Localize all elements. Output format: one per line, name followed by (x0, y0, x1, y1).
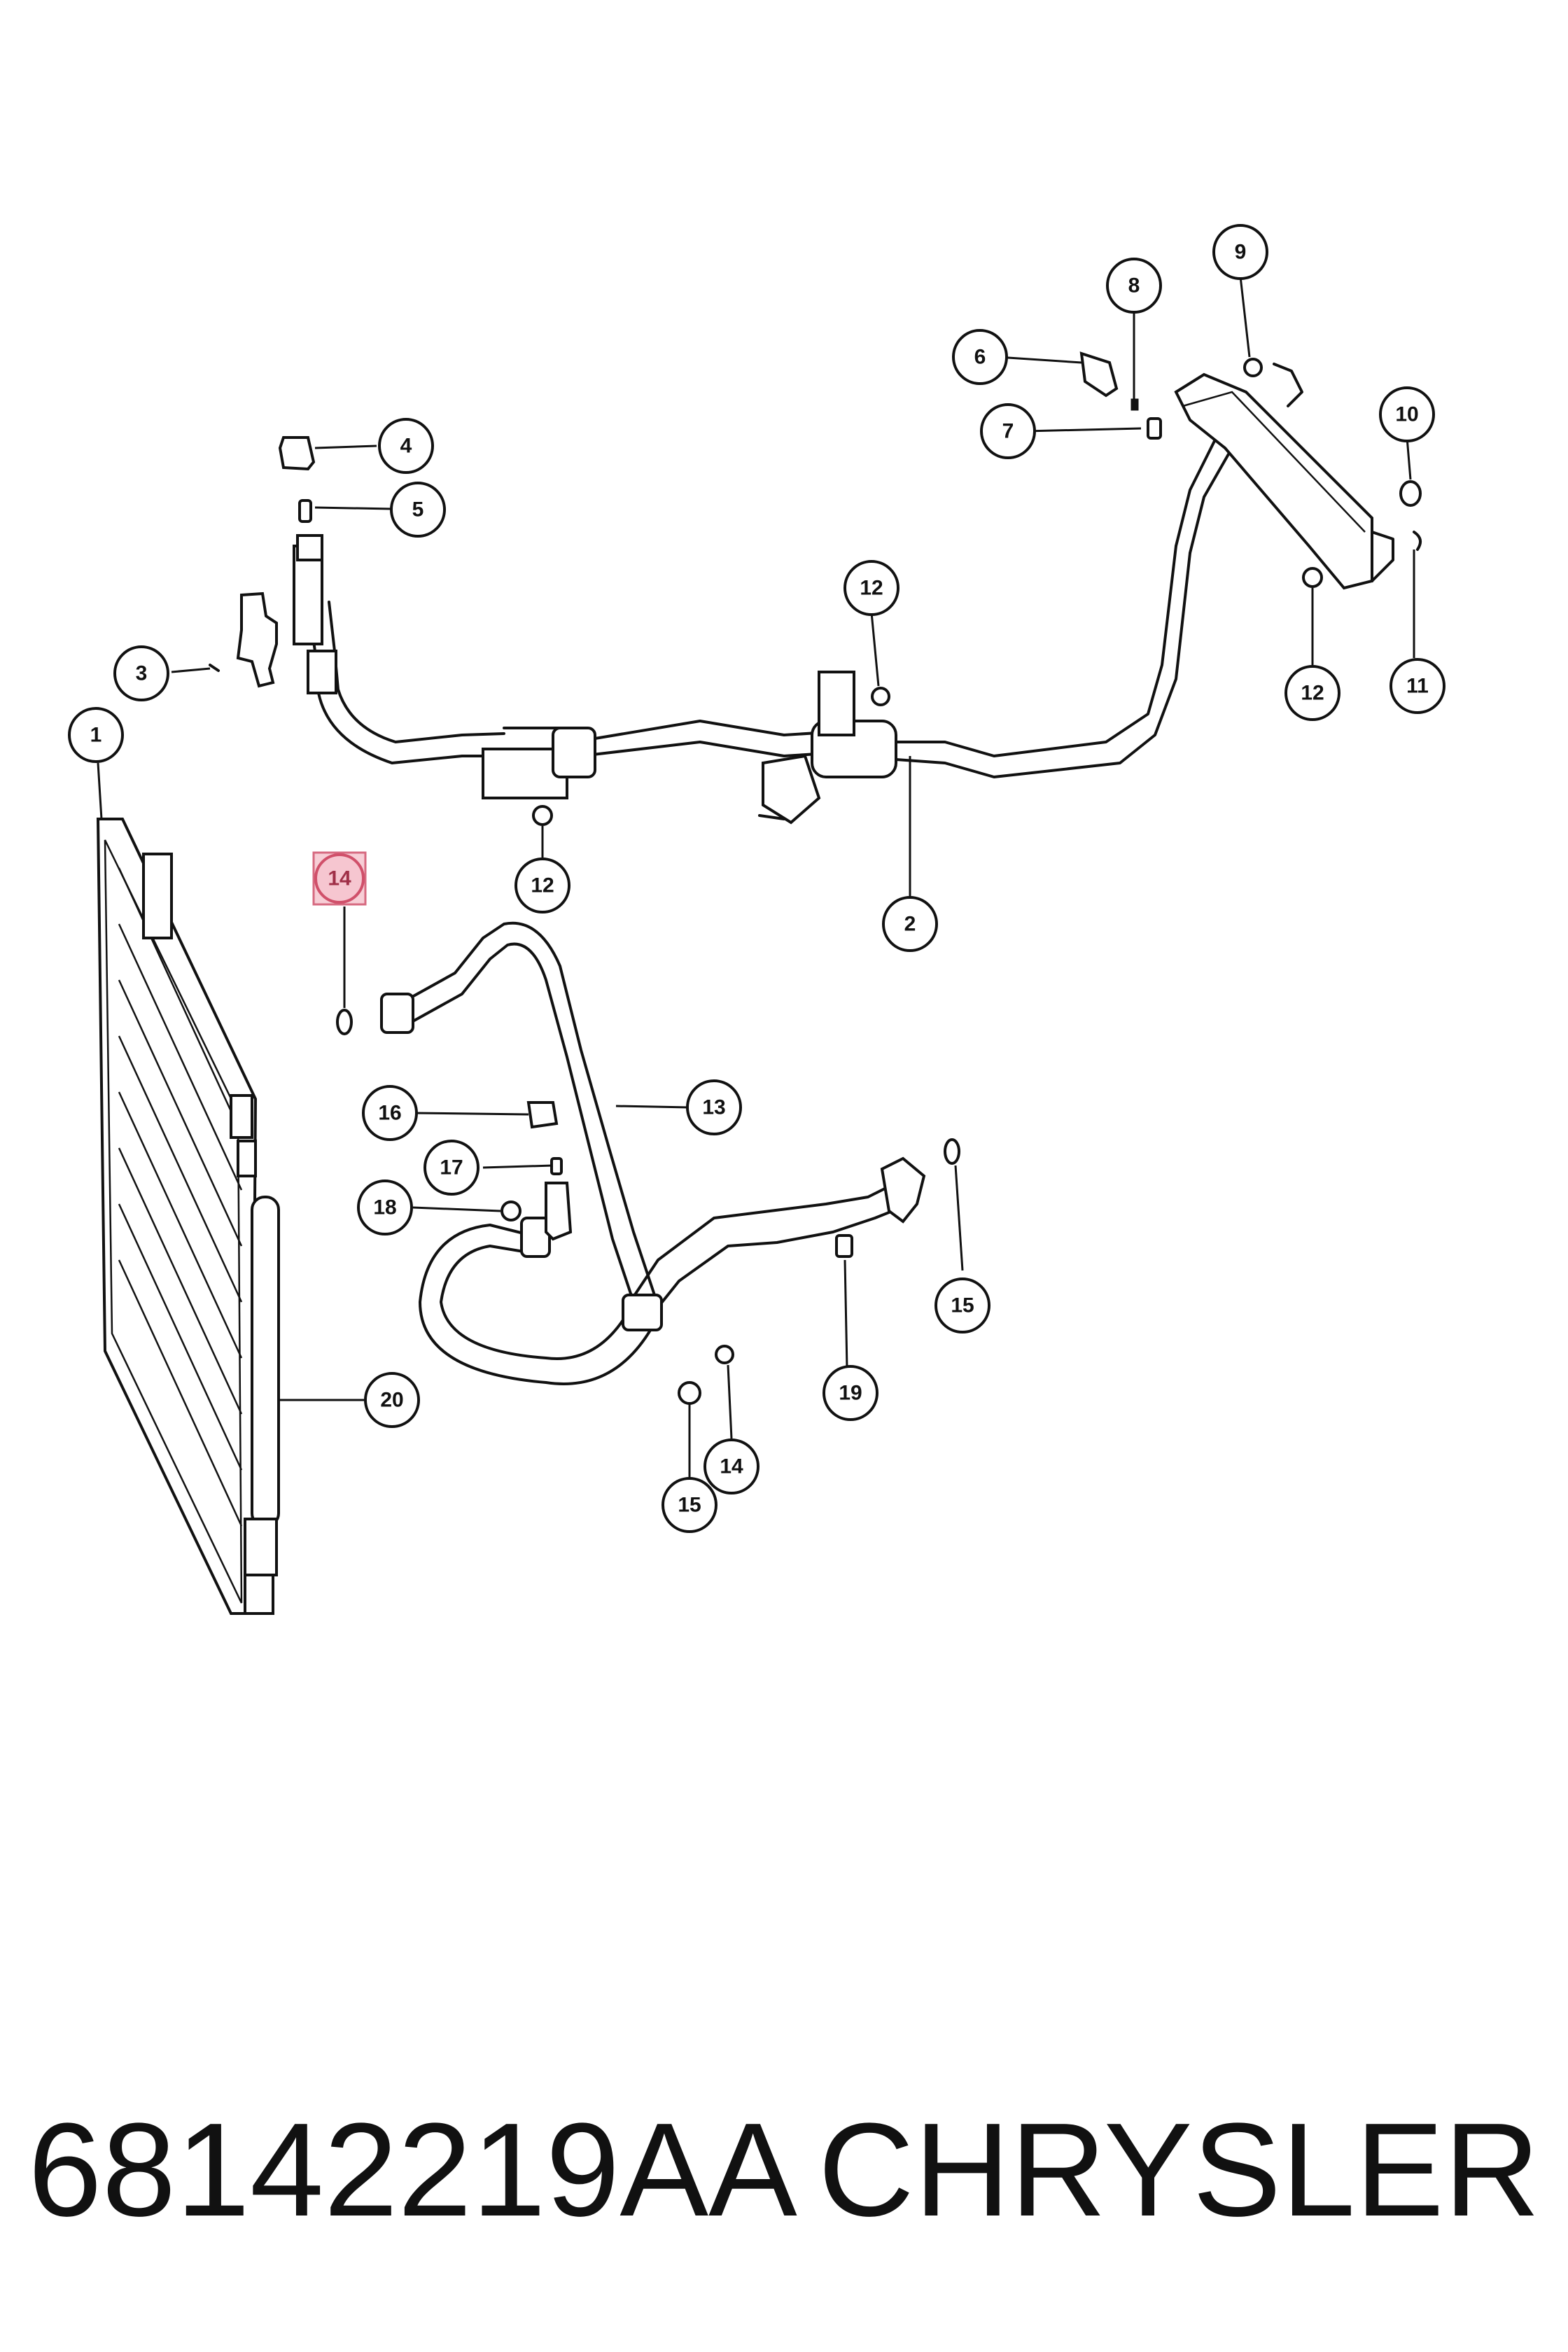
svg-text:5: 5 (412, 498, 424, 522)
svg-text:14: 14 (328, 867, 351, 890)
callout-17: 17 (424, 1140, 479, 1196)
part-12-nut-c (1302, 567, 1323, 588)
part-9-nut (1243, 358, 1263, 377)
callout-8: 8 (1106, 258, 1162, 314)
lower-ac-line (380, 921, 926, 1385)
svg-text:20: 20 (380, 1389, 403, 1412)
callout-4: 4 (378, 418, 434, 474)
brand-name: CHRYSLER (818, 2096, 1540, 2244)
part-7-valve (1147, 417, 1162, 440)
part-3-pin (209, 664, 220, 672)
callout-3: 3 (113, 645, 169, 701)
part-15-oring-b (678, 1381, 701, 1405)
svg-text:14: 14 (720, 1455, 743, 1478)
part-12-nut-a (871, 687, 890, 706)
svg-text:15: 15 (951, 1294, 974, 1317)
callout-7: 7 (980, 403, 1036, 459)
callout-11: 11 (1390, 658, 1446, 714)
callout-14-highlighted[interactable]: 14 (312, 851, 367, 906)
part-number: 68142219AA (28, 2096, 797, 2244)
part-10-oring (1399, 480, 1422, 507)
part-16-clip (526, 1101, 559, 1129)
part-19-nut (835, 1234, 853, 1258)
svg-text:12: 12 (531, 874, 554, 897)
callout-15-a: 15 (934, 1278, 990, 1334)
callout-5: 5 (390, 482, 446, 538)
leader-lines (97, 276, 1415, 1477)
condenser-assembly (96, 818, 280, 1615)
part-14-oring-a (336, 1009, 353, 1035)
svg-text:13: 13 (702, 1096, 725, 1119)
svg-text:3: 3 (136, 662, 148, 685)
svg-text:18: 18 (373, 1196, 396, 1219)
part-4-clip (278, 436, 316, 471)
part-18-nut (500, 1200, 522, 1222)
callout-16: 16 (362, 1085, 418, 1141)
callout-19: 19 (822, 1365, 878, 1421)
callout-18: 18 (357, 1180, 413, 1236)
part-12-nut-b (532, 805, 553, 826)
callout-13: 13 (686, 1079, 742, 1135)
svg-text:17: 17 (440, 1156, 463, 1180)
callout-12-b: 12 (514, 858, 570, 913)
footer-caption: 68142219AA CHRYSLER (28, 2086, 1540, 2254)
callout-20: 20 (364, 1372, 420, 1428)
svg-text:1: 1 (90, 724, 102, 747)
svg-text:2: 2 (904, 913, 916, 936)
svg-text:19: 19 (839, 1382, 862, 1405)
svg-text:11: 11 (1406, 675, 1429, 698)
svg-text:12: 12 (1301, 682, 1324, 705)
callout-14-b: 14 (704, 1438, 760, 1494)
callout-10: 10 (1379, 386, 1435, 442)
part-8-cap (1130, 398, 1139, 411)
parts-diagram: 1 2 3 4 5 6 7 8 9 10 11 12 12 12 12 13 1… (68, 224, 1446, 1615)
svg-text:6: 6 (974, 346, 986, 369)
small-parts (209, 351, 1422, 1405)
svg-text:9: 9 (1235, 241, 1247, 264)
part-6-switch (1079, 351, 1119, 398)
callout-12-c: 12 (1284, 665, 1340, 721)
part-17-valve (550, 1157, 563, 1175)
svg-text:10: 10 (1395, 403, 1418, 426)
upper-ac-line (236, 363, 1394, 825)
callout-2: 2 (882, 896, 938, 952)
part-11-clip (1413, 531, 1422, 551)
svg-text:12: 12 (860, 577, 883, 600)
callout-6: 6 (952, 329, 1008, 385)
svg-text:7: 7 (1002, 420, 1014, 443)
callout-9: 9 (1212, 224, 1268, 280)
callout-12-a: 12 (844, 560, 899, 616)
svg-text:4: 4 (400, 435, 412, 458)
svg-text:8: 8 (1128, 274, 1140, 298)
svg-text:15: 15 (678, 1494, 701, 1517)
svg-text:16: 16 (378, 1102, 401, 1125)
part-5-valve (298, 499, 312, 523)
callout-15-b: 15 (662, 1477, 718, 1533)
callouts: 1 2 3 4 5 6 7 8 9 10 11 12 12 12 12 13 1… (68, 224, 1446, 1533)
part-15-oring-a (944, 1138, 960, 1165)
part-14-oring-b (715, 1345, 734, 1364)
callout-1: 1 (68, 707, 124, 763)
